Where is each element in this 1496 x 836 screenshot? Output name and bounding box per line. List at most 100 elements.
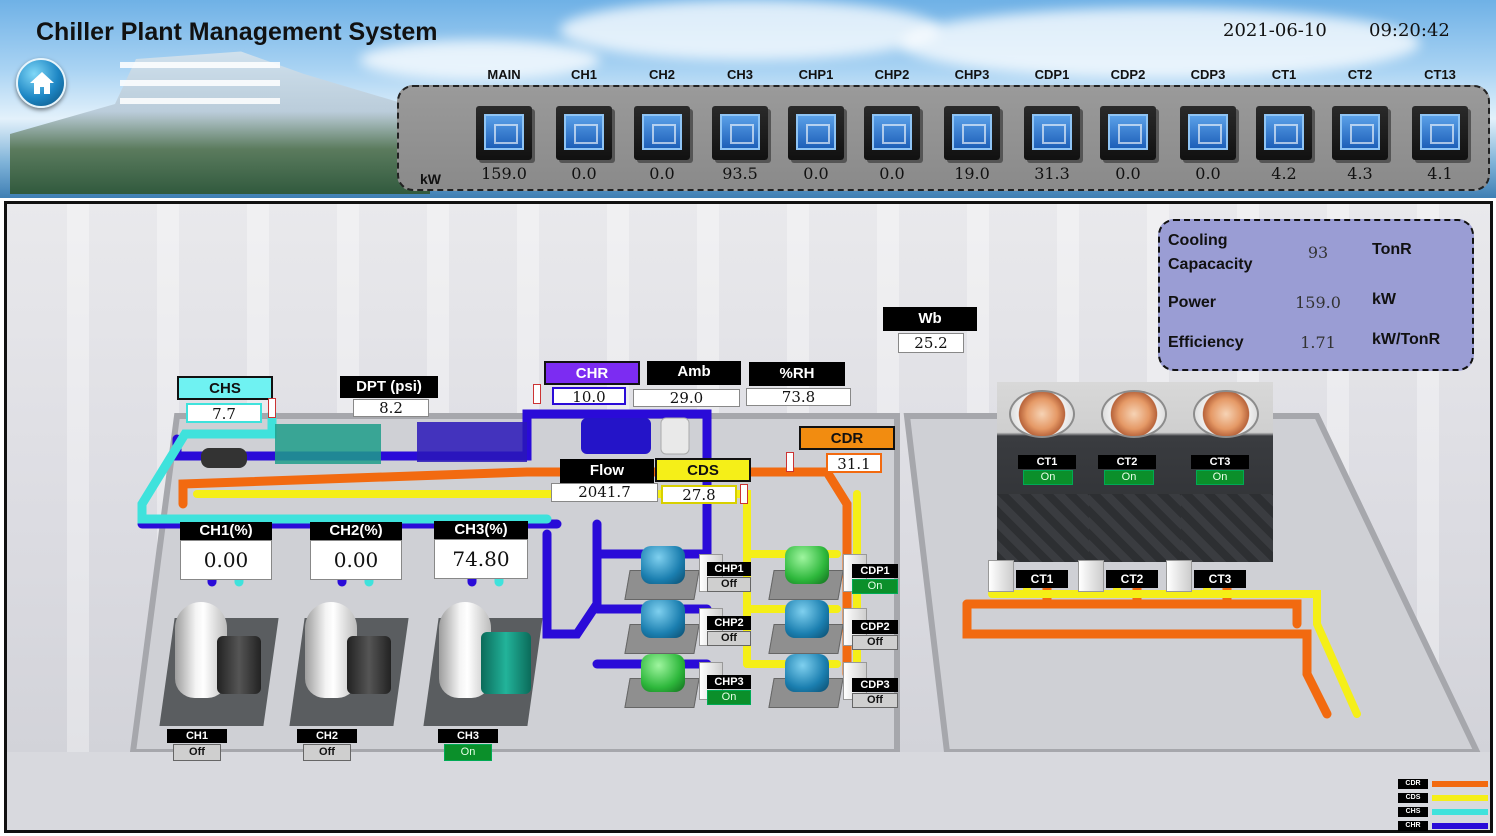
current-date: 2021-06-10 <box>1223 20 1327 41</box>
header-banner: Chiller Plant Management System 2021-06-… <box>0 0 1496 198</box>
dpt-tag: DPT (psi) <box>340 376 438 398</box>
app-title: Chiller Plant Management System <box>36 18 438 46</box>
cooling-tower-2-status[interactable]: On <box>1104 470 1154 485</box>
meter-value-cdp3: 0.0 <box>1195 164 1221 183</box>
chw-pump-1-status[interactable]: Off <box>707 577 751 592</box>
legend-item-chr: CHR <box>1398 821 1490 831</box>
chr-value: 10.0 <box>552 387 626 405</box>
chr-pipe-loop <box>542 519 602 639</box>
legend-item-chs: CHS <box>1398 807 1490 817</box>
tower-panel-3-label: CT3 <box>1194 570 1246 588</box>
meter-label-ch1: CH1 <box>570 67 597 82</box>
chr-tag: CHR <box>544 361 640 385</box>
rh-value: 73.8 <box>746 388 851 406</box>
cdw-pump-3-label: CDP3 <box>852 678 898 692</box>
chw-pump-3-label: CHP3 <box>707 675 751 689</box>
chw-pump-3-status[interactable]: On <box>707 690 751 705</box>
cooling-capacity-label: Cooling Capacacity <box>1168 232 1253 273</box>
cooling-tower-3-label: CT3 <box>1191 455 1249 469</box>
meter-value-ch1: 0.0 <box>571 164 597 183</box>
fan-icon <box>1101 390 1167 438</box>
legend-swatch <box>1432 795 1488 801</box>
power-meter-icon[interactable] <box>556 106 612 160</box>
cooling-tower-1-status[interactable]: On <box>1023 470 1073 485</box>
tower-panel-2[interactable] <box>1078 560 1104 592</box>
chiller-1-compressor <box>217 636 261 694</box>
meter-value-ct1: 4.2 <box>1271 164 1297 183</box>
rh-tag: %RH <box>749 362 845 386</box>
power-meter-icon[interactable] <box>864 106 920 160</box>
tower-panel-1[interactable] <box>988 560 1014 592</box>
chemical-tanks <box>581 418 651 454</box>
legend-item-cdr: CDR <box>1398 779 1490 789</box>
meter-value-ct2: 4.3 <box>1347 164 1373 183</box>
chiller-1-load-value: 0.00 <box>180 540 272 580</box>
meter-value-cdp2: 0.0 <box>1115 164 1141 183</box>
tower-panel-1-label: CT1 <box>1016 570 1068 588</box>
power-meter-icon[interactable] <box>788 106 844 160</box>
chiller-1-status[interactable]: Off <box>173 744 221 761</box>
efficiency-value: 1.71 <box>1300 333 1336 352</box>
home-button[interactable] <box>16 58 66 108</box>
power-meter-icon[interactable] <box>1180 106 1236 160</box>
meter-value-ct13: 4.1 <box>1427 164 1453 183</box>
meter-value-main: 159.0 <box>481 164 527 183</box>
meter-label-ct1: CT1 <box>1271 67 1297 82</box>
chiller-3-compressor <box>481 632 531 694</box>
efficiency-unit: kW/TonR <box>1372 331 1441 348</box>
cooling-tower-3-status[interactable]: On <box>1196 470 1244 485</box>
power-meter-icon[interactable] <box>712 106 768 160</box>
chiller-1-load-tag: CH1(%) <box>180 522 272 540</box>
current-time: 09:20:42 <box>1369 20 1450 41</box>
power-meter-icon[interactable] <box>1256 106 1312 160</box>
tower-panel-3[interactable] <box>1166 560 1192 592</box>
meter-value-chp2: 0.0 <box>879 164 905 183</box>
meter-label-ct2: CT2 <box>1347 67 1373 82</box>
cds-pipe-tower <box>988 590 1361 718</box>
chr-strainer-bank <box>417 422 527 462</box>
chw-pump-2[interactable] <box>624 600 727 660</box>
chiller-3-status[interactable]: On <box>444 744 492 761</box>
chw-strainer-bank <box>275 424 381 464</box>
chs-value: 7.7 <box>186 403 262 423</box>
cooling-tower-2-label: CT2 <box>1098 455 1156 469</box>
cdw-pump-1-status[interactable]: On <box>852 579 898 594</box>
power-meter-icon[interactable] <box>1332 106 1388 160</box>
cdr-pipe-tower <box>962 599 1302 629</box>
sky-cloud <box>360 40 600 80</box>
power-meter-icon[interactable] <box>944 106 1000 160</box>
meter-label-ch3: CH3 <box>726 67 753 82</box>
meter-value-cdp1: 31.3 <box>1034 164 1070 183</box>
home-icon <box>30 72 54 94</box>
thermometer-icon <box>786 452 794 472</box>
power-meter-icon[interactable] <box>476 106 532 160</box>
cdr-tag: CDR <box>799 426 895 450</box>
power-meter-icon[interactable] <box>1024 106 1080 160</box>
chiller-2-status[interactable]: Off <box>303 744 351 761</box>
chiller-2-label: CH2 <box>297 729 357 743</box>
cdr-value: 31.1 <box>826 453 882 473</box>
meter-label-cdp1: CDP1 <box>1034 67 1070 82</box>
power-meter-icon[interactable] <box>1412 106 1468 160</box>
meter-label-main: MAIN <box>487 67 521 82</box>
chw-pump-2-label: CHP2 <box>707 616 751 630</box>
chiller-3-label: CH3 <box>438 729 498 743</box>
chiller-1-label: CH1 <box>167 729 227 743</box>
amb-value: 29.0 <box>633 389 740 407</box>
expansion-tank <box>201 448 247 468</box>
power-unit-label: kW <box>420 171 441 187</box>
chw-pump-1[interactable] <box>624 546 727 606</box>
meter-label-cdp2: CDP2 <box>1110 67 1146 82</box>
legend-swatch <box>1432 823 1488 829</box>
cdw-pump-3-status[interactable]: Off <box>852 693 898 708</box>
cooling-tower-1-label: CT1 <box>1018 455 1076 469</box>
legend-swatch <box>1432 809 1488 815</box>
sky-cloud <box>900 8 1420 78</box>
power-meter-icon[interactable] <box>1100 106 1156 160</box>
chiller-2-compressor <box>347 636 391 694</box>
cdw-pump-2-status[interactable]: Off <box>852 635 898 650</box>
chw-pump-2-status[interactable]: Off <box>707 631 751 646</box>
meter-label-ch2: CH2 <box>648 67 675 82</box>
building-floor <box>120 98 280 104</box>
power-meter-icon[interactable] <box>634 106 690 160</box>
